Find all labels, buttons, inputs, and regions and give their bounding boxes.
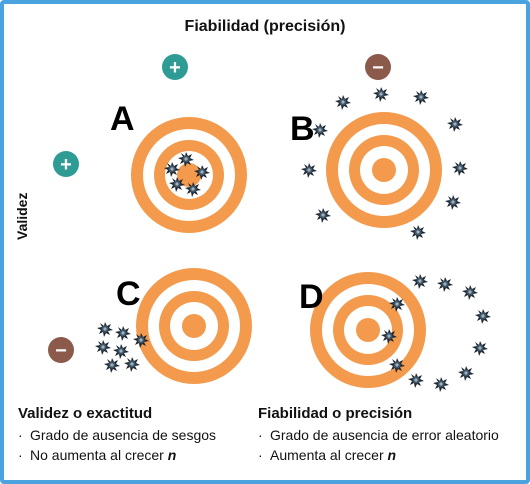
target-letter-a: A <box>110 100 135 138</box>
plus-badge-top: + <box>162 54 188 80</box>
minus-badge-left: − <box>48 337 74 363</box>
minus-badge-top: − <box>365 54 391 80</box>
plus-sign: + <box>60 154 72 176</box>
minus-sign: − <box>372 57 384 79</box>
plus-badge-left: + <box>53 151 79 177</box>
target-b <box>326 112 442 228</box>
reliability-caption-line-1: ·Grado de ausencia de error aleatorio <box>258 427 499 443</box>
reliability-caption-line-2: ·Aumenta al crecer n <box>258 447 397 463</box>
validity-caption-line-1: ·Grado de ausencia de sesgos <box>18 427 217 443</box>
reliability-caption-title: Fiabilidad o precisión <box>258 405 413 422</box>
target-c <box>136 268 252 384</box>
target-letter-d: D <box>299 278 324 316</box>
validity-caption-line-2: ·No aumenta al crecer n <box>18 447 177 463</box>
reliability-caption: Fiabilidad o precisión ·Grado de ausenci… <box>258 405 520 465</box>
target-d <box>310 272 426 388</box>
reliability-title: Fiabilidad (precisión) <box>184 18 346 35</box>
target-a <box>131 117 247 233</box>
validity-caption: Validez o exactitud ·Grado de ausencia d… <box>18 405 248 465</box>
validity-caption-title: Validez o exactitud <box>18 405 153 422</box>
target-letter-b: B <box>290 110 315 148</box>
target-letter-c: C <box>116 275 141 313</box>
plus-sign: + <box>169 57 181 79</box>
minus-sign: − <box>55 340 67 362</box>
